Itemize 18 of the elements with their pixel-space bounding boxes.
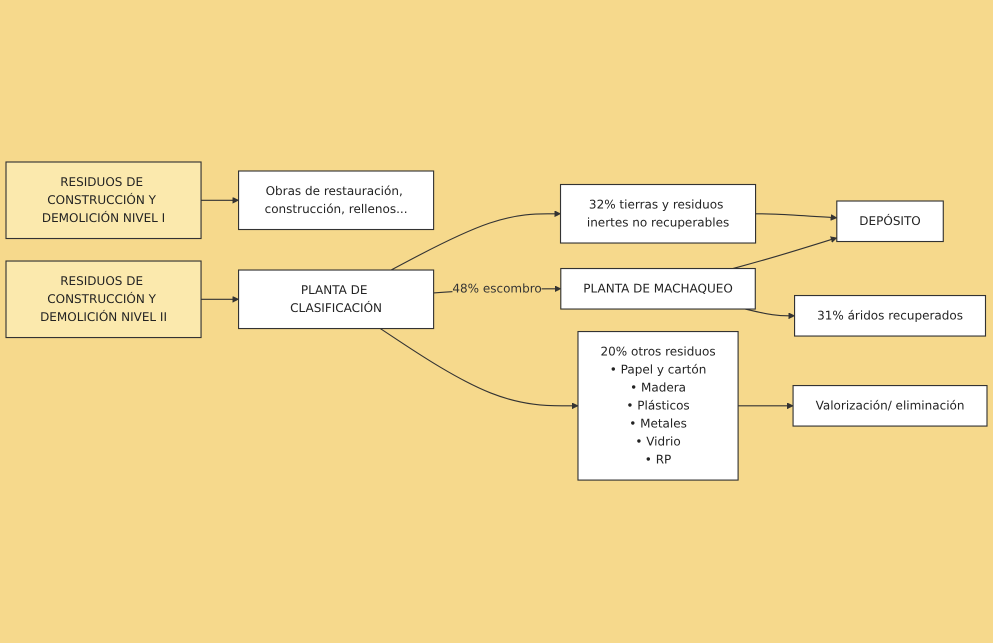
arrow <box>756 214 838 222</box>
node-box: DEPÓSITO <box>836 200 944 243</box>
node-box: 32% tierras y residuos inertes no recuperables <box>560 184 756 244</box>
arrow <box>732 236 838 270</box>
arrow <box>201 296 239 304</box>
arrow <box>738 402 794 410</box>
node-box: PLANTA DE MACHAQUEO <box>560 268 756 310</box>
arrow <box>201 197 239 204</box>
node-box: 31% áridos recuperados <box>794 295 986 338</box>
node-box: Obras de restauración, construcción, rellenos... <box>238 170 434 231</box>
edge-label: 48% escombro <box>452 282 542 296</box>
node-box: RESIDUOS DE CONSTRUCCIÓN Y DEMOLICIÓN NIVEL I <box>5 162 202 240</box>
node-box: 20% otros residuos • Papel y cartón • Madera • Plásticos • Metales • Vidrio • RP <box>577 331 739 482</box>
arrow <box>390 210 561 271</box>
arrow <box>380 328 578 410</box>
node-box: RESIDUOS DE CONSTRUCCIÓN Y DEMOLICIÓN NIVEL II <box>5 260 202 339</box>
node-box: Valorización/ eliminación <box>792 385 988 428</box>
node-box: PLANTA DE CLASIFICACIÓN <box>238 270 434 330</box>
